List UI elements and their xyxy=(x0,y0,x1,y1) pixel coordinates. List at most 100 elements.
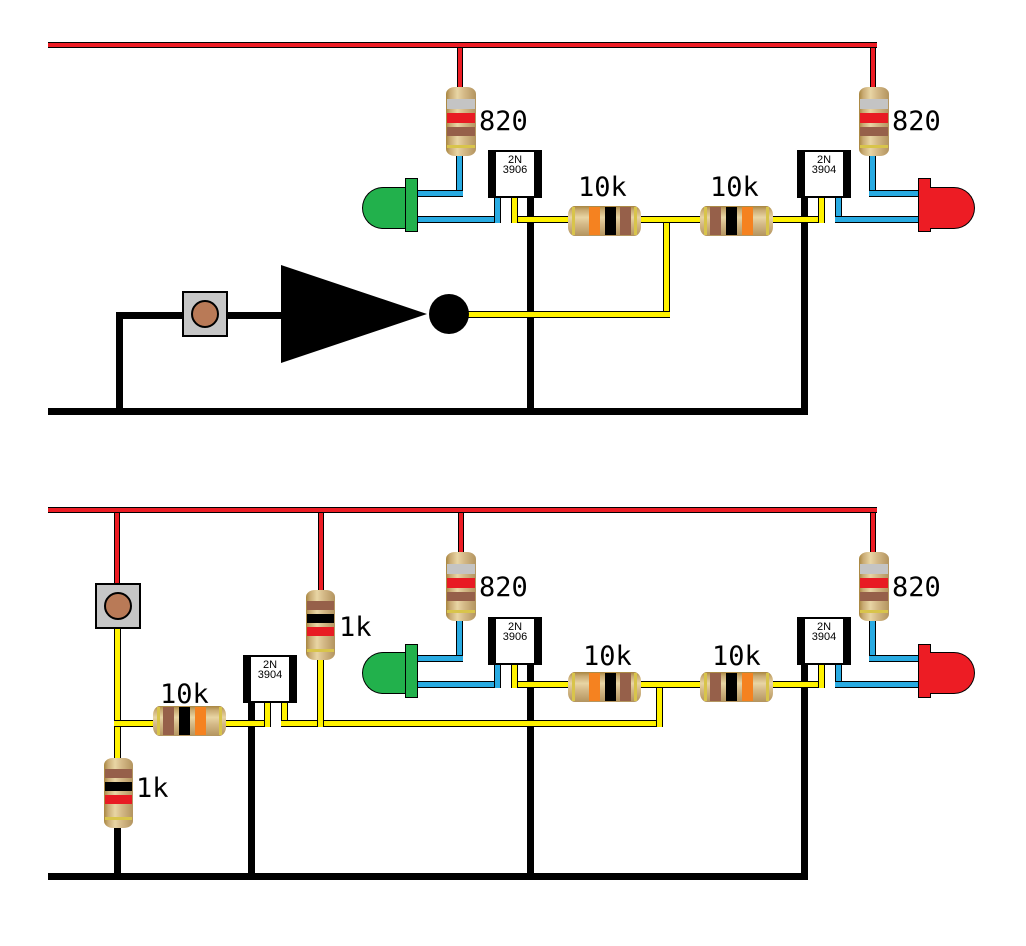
wire-1k-pullup-drop xyxy=(317,658,324,727)
wire-red-led-anode xyxy=(869,190,918,197)
band-brown xyxy=(620,207,631,235)
band-brown xyxy=(620,673,631,701)
wire-button-output xyxy=(114,629,121,759)
band-brown xyxy=(860,592,888,601)
band-red xyxy=(105,795,132,804)
wire-cross-couple-drop xyxy=(663,216,670,318)
label-resistor-1k-pulldown: 1k xyxy=(136,773,169,804)
wire-base-line xyxy=(511,216,825,223)
band-gold xyxy=(766,207,769,235)
label-resistor-820-top-right: 820 xyxy=(892,106,941,137)
resistor-820-bottom-right xyxy=(859,552,889,621)
wire-ground-left-riser xyxy=(116,312,123,415)
wire-820-to-red-led-riser xyxy=(869,156,876,197)
wire-power-drop-820-left xyxy=(458,508,464,554)
band-gold xyxy=(634,673,637,701)
wire-green-led-anode xyxy=(417,190,463,197)
label-resistor-10k-top-left: 10k xyxy=(578,172,627,203)
band-brown xyxy=(163,707,174,735)
band-red xyxy=(860,578,888,588)
band-gold xyxy=(860,145,888,148)
band-gold xyxy=(572,207,575,235)
band-silver xyxy=(447,564,475,574)
band-gold xyxy=(860,610,888,613)
band-gold xyxy=(704,673,707,701)
band-silver xyxy=(860,564,888,574)
wire-green-led-cathode xyxy=(417,681,501,688)
wire-820-to-green-led-riser xyxy=(456,621,463,662)
label-resistor-10k-bottom-left: 10k xyxy=(583,641,632,672)
band-brown xyxy=(710,207,721,235)
resistor-820-top-left xyxy=(446,87,476,156)
pushbutton-cap xyxy=(191,300,219,328)
band-orange xyxy=(742,673,753,701)
label-resistor-820-bottom-left: 820 xyxy=(479,572,528,603)
red-led-top xyxy=(930,187,975,229)
band-gold xyxy=(307,649,334,652)
wire-3904-to-red-led xyxy=(835,216,918,223)
wire-3904-to-red-led xyxy=(835,681,918,688)
wire-3906-base-leg xyxy=(511,197,518,223)
pushbutton-top-circuit xyxy=(182,291,228,337)
label-resistor-10k-top-right: 10k xyxy=(710,172,759,203)
band-orange xyxy=(195,707,206,735)
wire-inverter-output-line xyxy=(281,720,663,727)
wire-3904-collector-leg xyxy=(801,662,808,880)
wire-3904-emitter-leg xyxy=(835,197,842,223)
wire-power-drop-820-left xyxy=(457,43,463,89)
wire-ground-rail-top-circuit xyxy=(48,408,808,415)
band-orange xyxy=(589,207,600,235)
green-led-flange xyxy=(405,178,418,232)
label-resistor-10k-bottom-right: 10k xyxy=(712,641,761,672)
transistor-lead-bar xyxy=(245,657,251,701)
pushbutton-bottom-circuit xyxy=(95,583,141,629)
resistor-820-bottom-left xyxy=(446,552,476,621)
band-gold xyxy=(447,610,475,613)
resistor-10k-top-right xyxy=(700,206,773,236)
band-silver xyxy=(447,99,475,109)
wire-green-led-cathode xyxy=(417,216,501,223)
green-led-flange xyxy=(405,644,418,698)
not-gate-triangle xyxy=(281,265,427,363)
wire-cross-couple-riser xyxy=(656,684,663,727)
band-brown xyxy=(307,601,334,610)
band-silver xyxy=(860,99,888,109)
band-black xyxy=(105,782,132,791)
band-brown xyxy=(447,592,475,601)
band-orange xyxy=(589,673,600,701)
wire-3906-collector-leg xyxy=(527,196,534,415)
transistor-lead-bar xyxy=(490,619,496,663)
band-gold xyxy=(219,707,222,735)
transistor-lead-bar xyxy=(534,619,540,663)
transistor-lead-bar xyxy=(799,152,805,196)
wire-3904-collector-leg xyxy=(801,196,808,415)
band-black xyxy=(726,673,737,701)
label-resistor-820-top-left: 820 xyxy=(479,106,528,137)
wire-1k-to-ground xyxy=(114,828,121,880)
band-brown xyxy=(105,769,132,778)
band-brown xyxy=(860,127,888,136)
wire-820-to-red-led-riser xyxy=(869,621,876,662)
transistor-lead-bar xyxy=(843,152,849,196)
green-led-bottom xyxy=(362,652,407,694)
red-led-bottom xyxy=(930,652,975,694)
band-red xyxy=(307,627,334,636)
wire-3906-base-leg xyxy=(511,663,518,688)
band-red xyxy=(447,113,475,123)
band-brown xyxy=(710,673,721,701)
transistor-lead-bar xyxy=(289,657,295,701)
label-resistor-1k-pullup: 1k xyxy=(339,612,372,643)
resistor-820-top-right xyxy=(859,87,889,156)
band-gold xyxy=(634,207,637,235)
band-black xyxy=(726,207,737,235)
band-gold xyxy=(157,707,160,735)
wire-gate-output xyxy=(467,311,670,318)
band-black xyxy=(179,707,190,735)
